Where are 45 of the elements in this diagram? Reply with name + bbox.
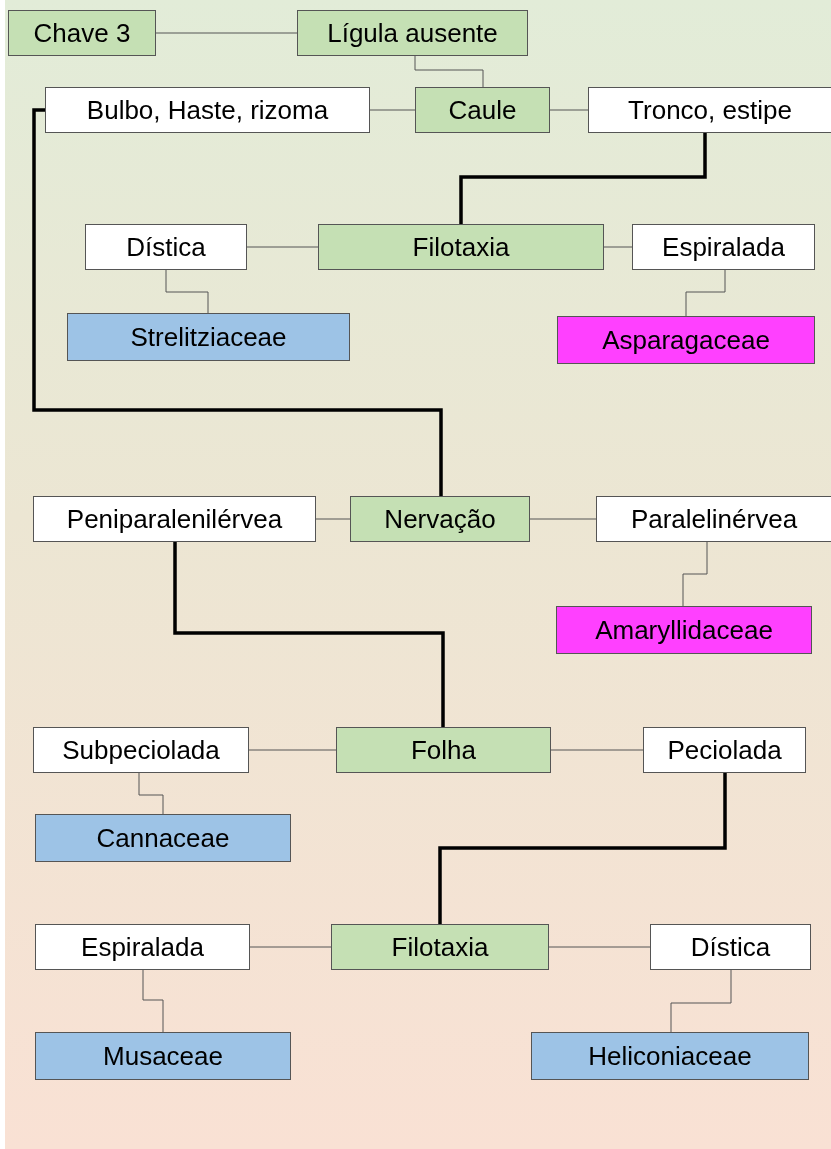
connector-line [165,269,209,314]
connector-line [32,108,443,496]
key-box: Tronco, estipe [588,87,831,133]
connector-line [173,542,445,727]
key-box: Filotaxia [331,924,549,970]
connector-line [670,969,732,1033]
key-box: Amaryllidaceae [556,606,812,654]
key-box: Lígula ausente [297,10,528,56]
key-box: Filotaxia [318,224,604,270]
key-box: Heliconiaceae [531,1032,809,1080]
key-box: Asparagaceae [557,316,815,364]
connector-line [685,269,726,317]
key-box: Espiralada [35,924,250,970]
key-box: Cannaceae [35,814,291,862]
connector-line [549,109,589,111]
connector-line [155,32,298,34]
connector-line [529,518,597,520]
connector-line [369,109,416,111]
key-box: Espiralada [632,224,815,270]
connector-line [249,946,332,948]
connector-line [548,946,651,948]
key-box: Peniparalenilérvea [33,496,316,542]
key-box: Subpeciolada [33,727,249,773]
key-box: Dística [650,924,811,970]
key-box: Caule [415,87,550,133]
key-box: Musaceae [35,1032,291,1080]
key-box: Dística [85,224,247,270]
key-box: Chave 3 [8,10,156,56]
key-box: Nervação [350,496,530,542]
connector-line [603,246,633,248]
connector-line [248,749,337,751]
key-box: Folha [336,727,551,773]
key-box: Strelitziaceae [67,313,350,361]
connector-line [459,133,707,224]
connector-line [315,518,351,520]
connector-line [414,55,484,88]
connector-line [682,541,708,607]
connector-line [142,969,164,1033]
connector-line [550,749,644,751]
key-box: Paralelinérvea [596,496,831,542]
connector-line [438,773,727,924]
connector-line [138,772,164,815]
connector-line [246,246,319,248]
key-box: Bulbo, Haste, rizoma [45,87,370,133]
key-box: Peciolada [643,727,806,773]
